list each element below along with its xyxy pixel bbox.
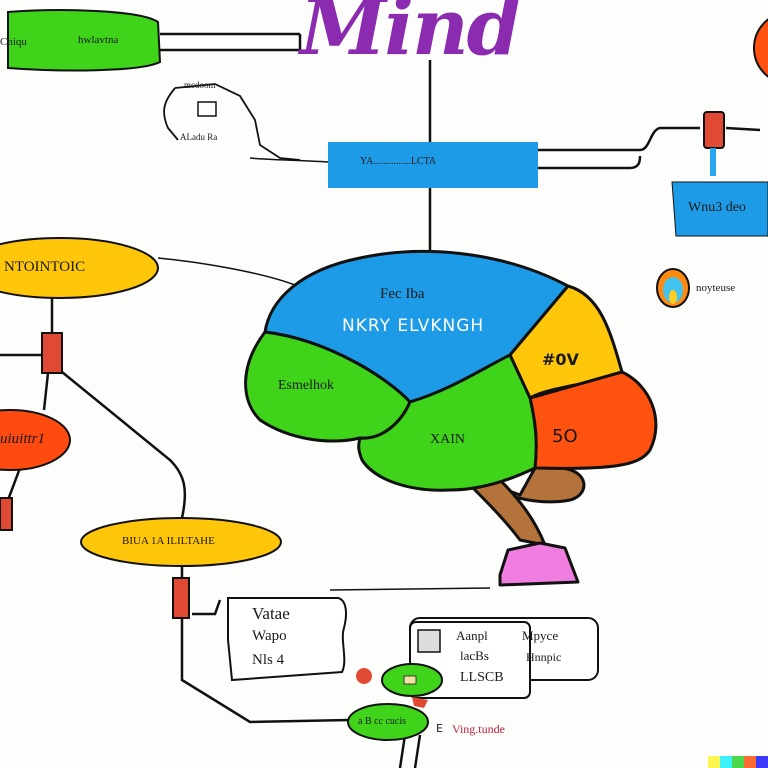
top-center-box[interactable] bbox=[328, 142, 538, 188]
chip-icon bbox=[403, 675, 417, 685]
brain-top-text-2: NKRY ELVKNGH bbox=[342, 316, 485, 336]
note-left-line-1: Vatae bbox=[252, 604, 290, 623]
top-right-circle[interactable] bbox=[753, 12, 768, 84]
note-right-col1-line-3: LLSCB bbox=[460, 670, 504, 685]
left-yellow-oval-text: NTOINTOIC bbox=[4, 259, 86, 275]
brain-region-middle bbox=[357, 353, 538, 492]
brain-left-text: Esmelhok bbox=[278, 378, 334, 393]
bottom-yellow-oval[interactable] bbox=[80, 517, 282, 567]
palette-swatch bbox=[708, 756, 720, 768]
bottom-red-text: Ving.tunde bbox=[452, 722, 505, 736]
note-right-col1-line-2: lacBs bbox=[460, 648, 489, 663]
bottom-green-blob-suffix: E bbox=[436, 722, 443, 735]
bottom-green-blob-text: a B cc cucis bbox=[358, 716, 407, 727]
sketch-map-box bbox=[197, 101, 217, 117]
note-right-col1-line-1: Aanpl bbox=[456, 628, 488, 643]
connector-red-to-bar bbox=[6, 467, 22, 501]
brain-right-upper-text: #0V bbox=[542, 350, 579, 369]
connector-bottom-stem bbox=[398, 734, 422, 768]
top-left-pill-text-a: Cniqu bbox=[0, 36, 27, 48]
top-left-pill[interactable] bbox=[7, 9, 162, 72]
connector-stem-top-right bbox=[710, 148, 716, 176]
connector-bottom-tree bbox=[180, 566, 351, 724]
top-center-box-text: YA...............LCTA bbox=[360, 156, 437, 167]
connector-dot-red bbox=[356, 668, 372, 684]
left-yellow-oval[interactable] bbox=[0, 237, 159, 299]
connector-left-tree bbox=[0, 296, 187, 519]
top-right-box-text: Wnu3 deo bbox=[688, 200, 746, 215]
connector-block-bottom[interactable] bbox=[172, 577, 190, 619]
note-left-line-3: Nls 4 bbox=[252, 652, 285, 668]
brain-middle-text: XAIN bbox=[430, 432, 465, 447]
sketch-map bbox=[163, 83, 301, 161]
sketch-map-text-top: mcdoom bbox=[184, 80, 216, 90]
connector-sketch bbox=[249, 157, 329, 163]
connector-top-left bbox=[160, 32, 302, 52]
connector-lines bbox=[0, 32, 761, 768]
connector-block-top-right[interactable] bbox=[703, 111, 725, 149]
connector-to-note bbox=[192, 599, 222, 616]
connector-brain-bottom bbox=[329, 587, 491, 591]
brain-right-lower-text: 5O bbox=[552, 426, 578, 447]
top-left-pill-text-b: hwlavtna bbox=[78, 34, 119, 46]
connector-block-left[interactable] bbox=[41, 332, 63, 374]
note-right-col2-line-1: Mpyce bbox=[522, 628, 559, 643]
brain bbox=[244, 249, 658, 587]
note-left-line-2: Wapo bbox=[252, 628, 287, 644]
connector-top-right bbox=[538, 126, 700, 170]
top-right-box[interactable] bbox=[671, 181, 768, 237]
connector-yellow-to-brain bbox=[157, 257, 296, 286]
bottom-yellow-oval-text: BIUA 1A ILILTAHE bbox=[122, 535, 215, 547]
bottom-green-blob[interactable] bbox=[347, 703, 429, 741]
diagram-title: Mind bbox=[300, 0, 521, 73]
left-red-oval[interactable] bbox=[0, 409, 71, 471]
document-icon bbox=[417, 629, 441, 653]
note-box-left[interactable] bbox=[227, 597, 347, 682]
right-icon-text: noyteuse bbox=[696, 282, 736, 294]
note-right-col2-line-2: Hnnpic bbox=[526, 650, 562, 664]
brain-base bbox=[498, 541, 580, 587]
palette-swatch bbox=[732, 756, 744, 768]
palette-swatch bbox=[720, 756, 732, 768]
brain-top-text-1: Fec Iba bbox=[380, 286, 425, 302]
left-red-oval-text: uiuittr1 bbox=[0, 431, 46, 447]
person-icon-core bbox=[669, 290, 677, 304]
palette-swatch bbox=[756, 756, 768, 768]
connector-dot-small bbox=[412, 697, 428, 708]
connector-right-edge bbox=[725, 126, 761, 132]
palette-swatch bbox=[744, 756, 756, 768]
sketch-map-text-bottom: ALadu Ra bbox=[180, 132, 218, 142]
connector-block-left-lower[interactable] bbox=[0, 497, 13, 531]
